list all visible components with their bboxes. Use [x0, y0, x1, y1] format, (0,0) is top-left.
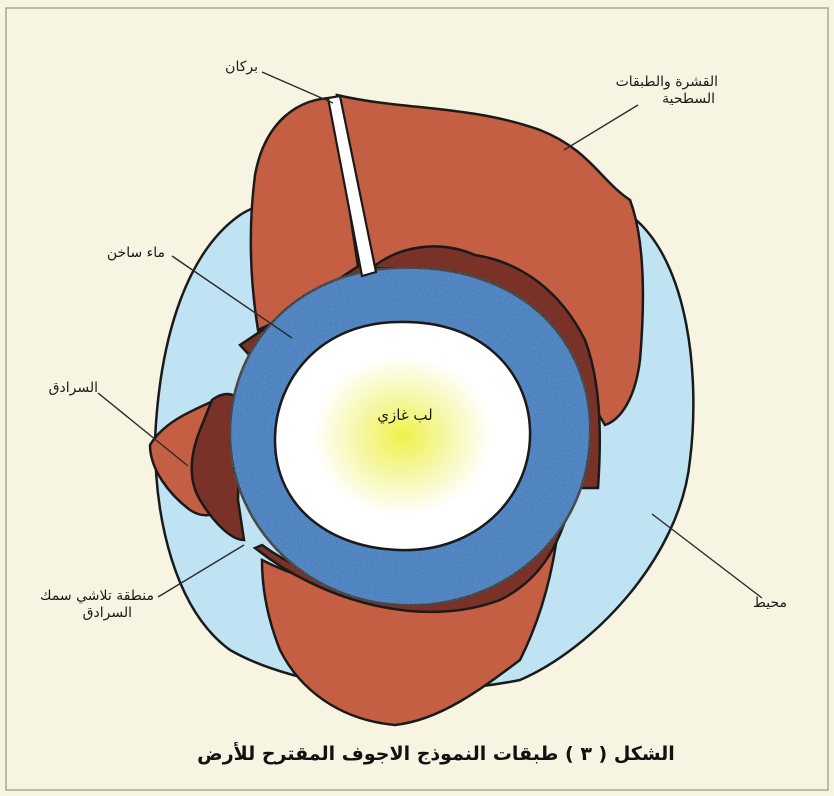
- label-mantle: السرادق: [49, 380, 98, 396]
- leader-ocean: [652, 514, 762, 598]
- label-core: لب غازي: [377, 406, 432, 425]
- leader-crust: [564, 105, 638, 150]
- label-thinning-line1: منطقة تلاشي سمك: [40, 588, 154, 604]
- label-hot-water: ماء ساخن: [107, 245, 165, 261]
- gaseous-core: [275, 322, 530, 550]
- label-crust-line2: السطحية: [662, 91, 715, 107]
- label-ocean: محيط: [753, 595, 787, 611]
- label-volcano: بركان: [225, 59, 258, 75]
- label-crust-line1: القشرة والطبقات: [616, 74, 718, 90]
- figure-caption: الشكل ( ٣ ) طبقات النموذج الاجوف المقترح…: [197, 742, 675, 765]
- label-thinning-line2: السرادق: [83, 605, 132, 621]
- leader-volcano: [262, 72, 333, 103]
